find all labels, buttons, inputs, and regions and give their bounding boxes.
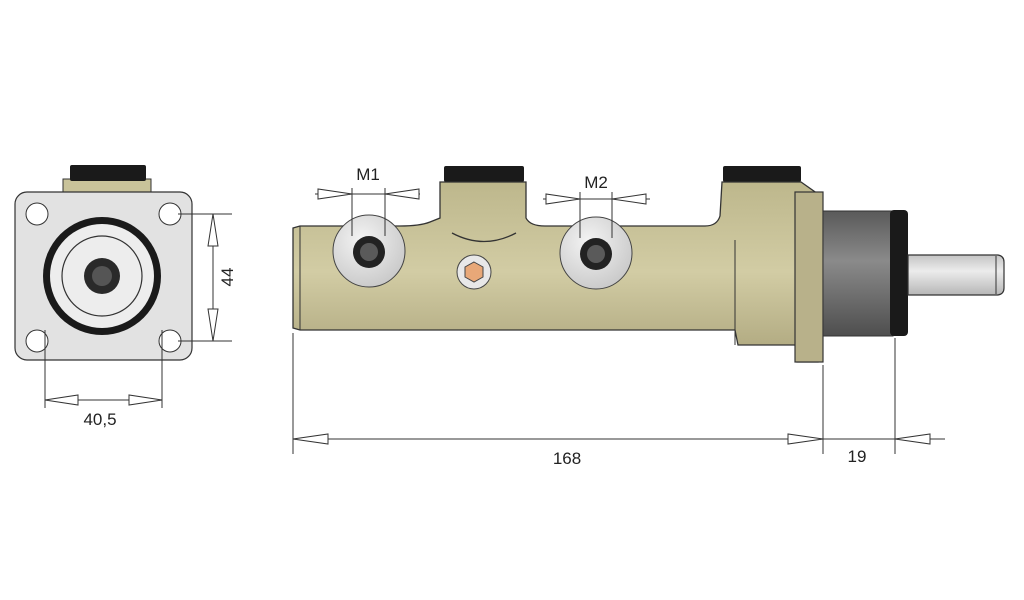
nipple-arc xyxy=(451,232,517,243)
rubber-boot xyxy=(822,210,894,337)
nipple-seal-1 xyxy=(444,166,524,182)
bolt-hole-top-right xyxy=(158,202,182,226)
port-m1-label: M1 xyxy=(356,165,380,184)
port-m2-label: M2 xyxy=(584,173,608,192)
port-inner-m2 xyxy=(587,245,605,263)
push-rod xyxy=(907,254,1005,296)
side-dimensions: M1 M2 168 19 xyxy=(292,165,945,468)
side-view xyxy=(292,166,1005,363)
dim-44-label: 44 xyxy=(218,268,237,287)
front-nipple-seal xyxy=(70,165,146,181)
bore-center xyxy=(92,266,112,286)
port-inner-m1 xyxy=(360,243,378,261)
dim-40-5-label: 40,5 xyxy=(83,410,116,429)
front-dimensions: 40,5 44 xyxy=(44,213,237,429)
hex-plug xyxy=(464,261,484,283)
side-flange xyxy=(794,191,824,363)
dim-19-label: 19 xyxy=(848,447,867,466)
bore-ring xyxy=(61,235,143,317)
front-view xyxy=(14,165,193,361)
boot-end-seal xyxy=(890,210,908,336)
dim-168-label: 168 xyxy=(553,449,581,468)
bolt-hole-bottom-left xyxy=(25,329,49,353)
nipple-seal-2 xyxy=(723,166,801,182)
bolt-hole-top-left xyxy=(25,202,49,226)
